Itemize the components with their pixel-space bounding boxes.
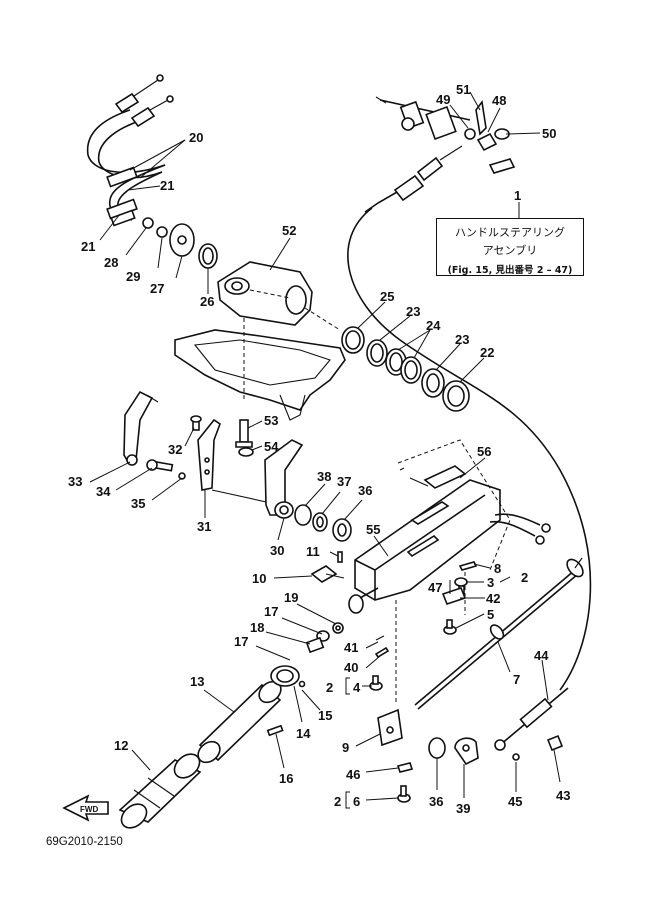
grommet-assembly (142, 217, 218, 269)
callout-16: 16 (279, 771, 293, 786)
callout-41: 41 (344, 640, 358, 655)
callout-23b: 23 (455, 332, 469, 347)
bushings-washers (341, 326, 470, 412)
callout-10: 10 (252, 571, 266, 586)
callout-48: 48 (492, 93, 506, 108)
tiller-link-assembly (375, 96, 516, 174)
note-line-1: ハンドルステアリング (455, 226, 565, 239)
callout-50: 50 (542, 126, 556, 141)
callout-45: 45 (508, 794, 522, 809)
callout-26: 26 (200, 294, 214, 309)
callout-36: 36 (358, 483, 372, 498)
fwd-arrow-icon: FWD (62, 794, 109, 822)
callout-18: 18 (250, 620, 264, 635)
callout-7: 7 (513, 672, 520, 687)
callout-24: 24 (426, 318, 441, 333)
friction-plate (123, 390, 186, 480)
callout-17b: 17 (234, 634, 248, 649)
callout-9: 9 (342, 740, 349, 755)
callout-2: 2 (521, 570, 528, 585)
callout-29: 29 (126, 269, 140, 284)
callout-4: 4 (353, 680, 361, 695)
callout-47: 47 (428, 580, 442, 595)
callout-19: 19 (284, 590, 298, 605)
throttle-grip (118, 665, 306, 829)
callout-36b: 36 (429, 794, 443, 809)
callout-2b: 2 (326, 680, 333, 695)
callout-52: 52 (282, 223, 296, 238)
callout-1: 1 (514, 188, 521, 203)
callout-17: 17 (264, 604, 278, 619)
steering-bracket (217, 261, 341, 331)
callout-22: 22 (480, 345, 494, 360)
assembly-note-box: ハンドルステアリング アセンブリ (Fig. 15, 見出番号 2 – 47) (436, 218, 584, 276)
diagram-code: 69G2010-2150 (46, 836, 123, 848)
steering-rod (414, 557, 584, 710)
callout-37: 37 (337, 474, 351, 489)
bracket-cables (489, 513, 551, 545)
callout-56: 56 (477, 444, 491, 459)
callout-13: 13 (190, 674, 204, 689)
callout-32: 32 (168, 442, 182, 457)
note-line-3: (Fig. 15, 見出番号 2 – 47) (447, 265, 573, 276)
callout-49: 49 (436, 92, 450, 107)
callout-27: 27 (150, 281, 164, 296)
callout-labels: 1 2 2 2 3 4 5 6 7 8 9 10 11 12 13 14 15 … (68, 82, 570, 816)
cable-fitting-upper (393, 174, 425, 202)
steering-arm (264, 439, 304, 519)
swivel-bracket (174, 318, 346, 421)
callout-2c: 2 (334, 794, 341, 809)
lower-parts (428, 737, 479, 766)
callout-3: 3 (487, 575, 494, 590)
callout-42: 42 (486, 591, 500, 606)
callout-12: 12 (114, 738, 128, 753)
callout-14: 14 (296, 726, 311, 741)
small-fasteners (369, 561, 478, 691)
throttle-cam-parts (305, 551, 345, 654)
callout-46: 46 (346, 767, 360, 782)
friction-piece (190, 415, 281, 506)
throttle-cables (86, 74, 174, 227)
callout-44: 44 (534, 648, 549, 663)
cable-rod-upper (439, 145, 463, 161)
bolt-and-nut (235, 419, 254, 457)
washers-36-38 (294, 504, 352, 542)
callout-21b: 21 (81, 239, 95, 254)
callout-20: 20 (189, 130, 203, 145)
callout-55: 55 (366, 522, 380, 537)
cable-44 (494, 687, 569, 761)
callout-23: 23 (406, 304, 420, 319)
callout-15: 15 (318, 708, 332, 723)
callout-53: 53 (264, 413, 278, 428)
callout-5: 5 (487, 607, 494, 622)
callout-8: 8 (494, 561, 501, 576)
steering-cable (347, 207, 592, 691)
callout-34: 34 (96, 484, 111, 499)
callout-30: 30 (270, 543, 284, 558)
callout-40: 40 (344, 660, 358, 675)
callout-51: 51 (456, 82, 470, 97)
callout-11: 11 (306, 544, 320, 559)
fwd-label: FWD (80, 805, 98, 814)
callout-54: 54 (264, 439, 279, 454)
leader-lines (89, 91, 561, 809)
callout-43: 43 (556, 788, 570, 803)
callout-38: 38 (317, 469, 331, 484)
cable-fitting-upper-2 (416, 156, 444, 182)
callout-39: 39 (456, 801, 470, 816)
callout-31: 31 (197, 519, 211, 534)
cable-clamp (377, 708, 414, 803)
callout-25: 25 (380, 289, 394, 304)
callout-6: 6 (353, 794, 360, 809)
callout-28: 28 (104, 255, 118, 270)
handle-bracket (348, 439, 511, 705)
note-line-2: アセンブリ (482, 244, 538, 257)
callout-33: 33 (68, 474, 82, 489)
callout-35: 35 (131, 496, 145, 511)
callout-21: 21 (160, 178, 174, 193)
